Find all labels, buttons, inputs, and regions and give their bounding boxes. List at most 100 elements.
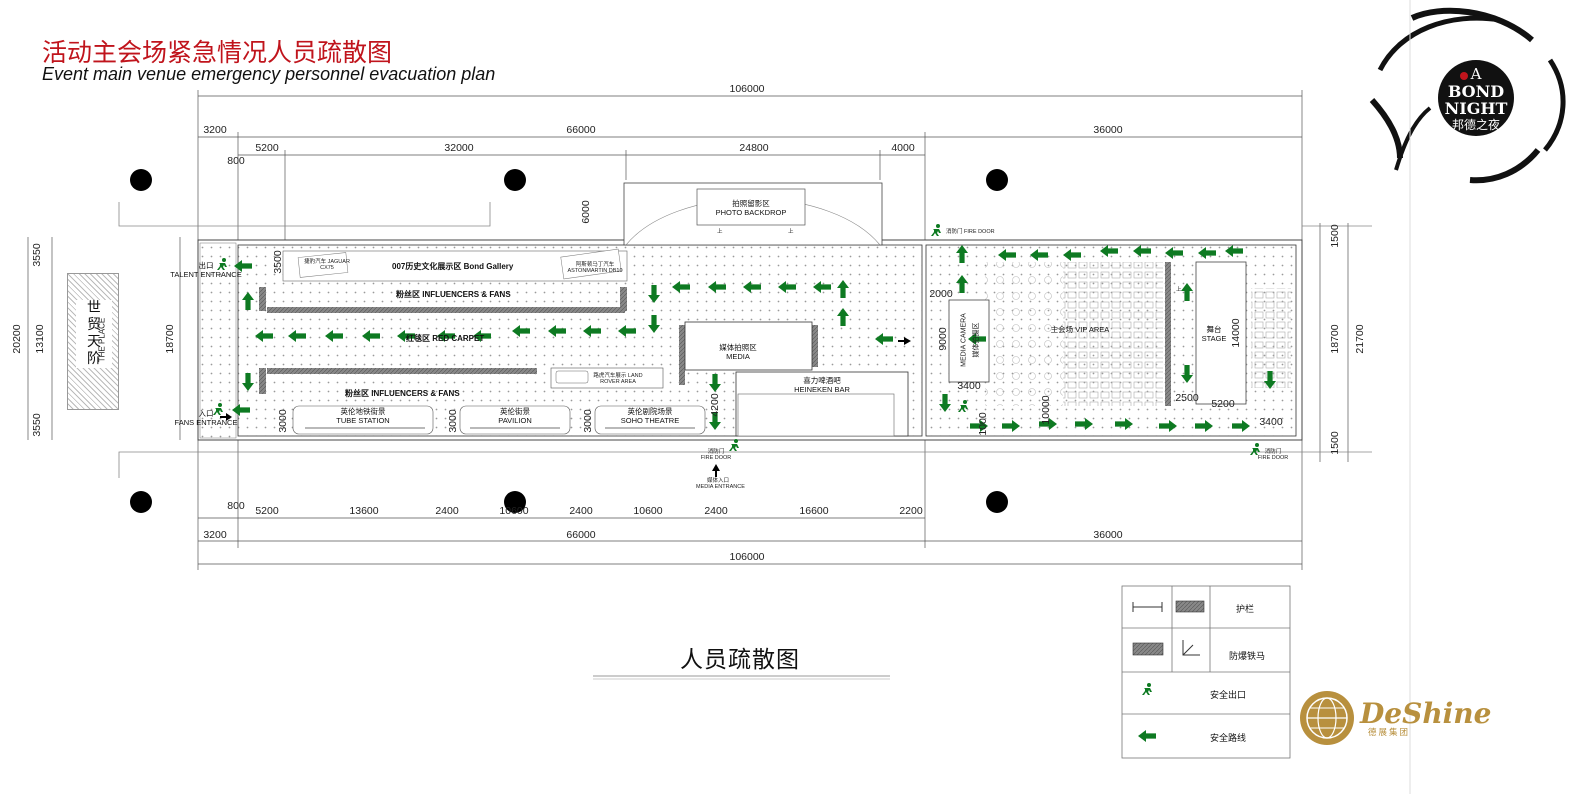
street-scenes [292, 405, 706, 435]
legend-route: 安全路线 [1210, 734, 1247, 744]
dim-left-2: 20200 [11, 324, 23, 354]
title-english: Event main venue emergency personnel eva… [42, 64, 496, 84]
media-camera-cn: 媒体拍摄区 [973, 322, 980, 358]
dim-inner-9000: 9000 [937, 327, 949, 351]
fire-door-top-label: 消防门 FIRE DOOR [946, 229, 995, 235]
dim-top-seg-3: 36000 [1093, 124, 1123, 136]
dim-bottom-sub-6: 2400 [569, 505, 593, 517]
fans-bottom-label: 粉丝区 INFLUENCERS & FANS [345, 389, 460, 398]
dim-top-sub-1: 5200 [255, 142, 279, 154]
dim-inner-backdrop: 6000 [580, 200, 592, 224]
bottom-dimension-lines [197, 440, 1303, 570]
top-dimension-lines [197, 90, 1303, 240]
aston-label: 阿斯顿马丁汽车 ASTONMARTIN DB10 [567, 262, 623, 275]
dim-bottom-sub-9: 16600 [799, 505, 829, 517]
media-area [684, 321, 813, 371]
brand-name: DeShine [1360, 697, 1492, 730]
stage [1195, 261, 1247, 405]
title-chinese: 活动主会场紧急情况人员疏散图 [42, 38, 393, 67]
dim-inner-soho: 3000 [582, 409, 594, 433]
side-dimension-lines [27, 223, 1349, 462]
land-rover-label: 路虎汽车展示 LAND ROVER AREA [593, 373, 643, 386]
the-place-label: 世贸天阶 [76, 300, 112, 368]
dim-left-4: 3550 [31, 413, 43, 437]
dim-left-5: 18700 [164, 324, 176, 354]
dim-right-2: 18700 [1329, 324, 1341, 354]
dim-bottom-sub-5: 10600 [499, 505, 529, 517]
jaguar-label: 捷豹汽车 JAGUAR CX75 [304, 259, 350, 272]
dim-bottom-sub-7: 10600 [633, 505, 663, 517]
dim-left-1: 3550 [31, 243, 43, 267]
legend-grid [1121, 585, 1291, 759]
fans-top-label: 粉丝区 INFLUENCERS & FANS [396, 290, 511, 299]
dim-bottom-sub-4: 2400 [435, 505, 459, 517]
logo-code: 007 [1465, 137, 1487, 148]
dim-right-3: 21700 [1354, 324, 1366, 354]
street-outline [118, 202, 1372, 478]
dim-top-sub-2: 32000 [444, 142, 474, 154]
legend-exit: 安全出口 [1210, 691, 1247, 701]
dim-inner-2500: 2500 [1175, 392, 1199, 404]
legend-symbols [1132, 600, 1205, 742]
up-mark-3: 上 [1176, 287, 1182, 293]
dim-inner-14000: 14000 [1230, 318, 1242, 348]
dim-top-sub-4: 4000 [891, 142, 915, 154]
logo-line3: NIGHT [1444, 99, 1508, 118]
dim-bottom-sub-10: 2200 [899, 505, 923, 517]
dim-left-3: 13100 [34, 324, 46, 354]
dim-bottom-seg-3: 36000 [1093, 529, 1123, 541]
dim-inner-5200: 5200 [1211, 398, 1235, 410]
dim-bottom-sub-1: 800 [227, 500, 245, 512]
barriers [259, 262, 1171, 406]
dim-inner-2000: 2000 [929, 288, 953, 300]
brand-subtitle: 德展集团 [1368, 728, 1411, 738]
dim-bottom-seg-2: 66000 [566, 529, 596, 541]
dim-top-sub-3: 24800 [739, 142, 769, 154]
media-camera-en: MEDIA CAMERA [960, 313, 968, 367]
red-carpet-label: 红毯区 RED CARPET [406, 334, 485, 343]
legend-guardrail: 护栏 [1236, 605, 1255, 615]
section-title: 人员疏散图 [680, 647, 800, 673]
deshine-globe-icon [1300, 691, 1354, 745]
dim-top-seg-2: 66000 [566, 124, 596, 136]
up-mark-1: 上 [717, 229, 723, 235]
dim-right-4: 1500 [1329, 431, 1341, 455]
dim-inner-tube: 3000 [277, 409, 289, 433]
legend-barrier: 防爆铁马 [1229, 652, 1266, 662]
logo-text: A BOND NIGHT 邦德之夜 007 [1438, 66, 1514, 151]
dim-bottom-seg-1: 3200 [203, 529, 227, 541]
emergency-exit-icons [213, 224, 1260, 455]
dim-bottom-sub-2: 5200 [255, 505, 279, 517]
logo-cn: 邦德之夜 [1451, 118, 1500, 132]
dim-bottom-sub-3: 13600 [349, 505, 379, 517]
vip-area-label: 主会场 VIP AREA [1050, 325, 1110, 334]
dim-right-1: 1500 [1329, 224, 1341, 248]
pillars [130, 169, 1008, 513]
dim-inner-3400b: 3400 [1259, 416, 1283, 428]
dim-top-total: 106000 [729, 83, 765, 95]
vip-round-tables [985, 262, 1063, 406]
logo-line1: A [1470, 65, 1482, 83]
dim-inner-gallery: 3500 [272, 250, 284, 274]
logo-line2: BOND [1447, 82, 1505, 101]
the-place-cn: 世贸天阶 [87, 300, 101, 367]
bond-gallery-label: 007历史文化展示区 Bond Gallery [392, 262, 514, 271]
dim-inner-3400: 3400 [957, 380, 981, 392]
bond-night-logo [1369, 7, 1566, 184]
dim-inner-1000: 1000 [977, 412, 989, 436]
vip-seats [1063, 262, 1163, 406]
dim-bottom-sub-8: 2400 [704, 505, 728, 517]
